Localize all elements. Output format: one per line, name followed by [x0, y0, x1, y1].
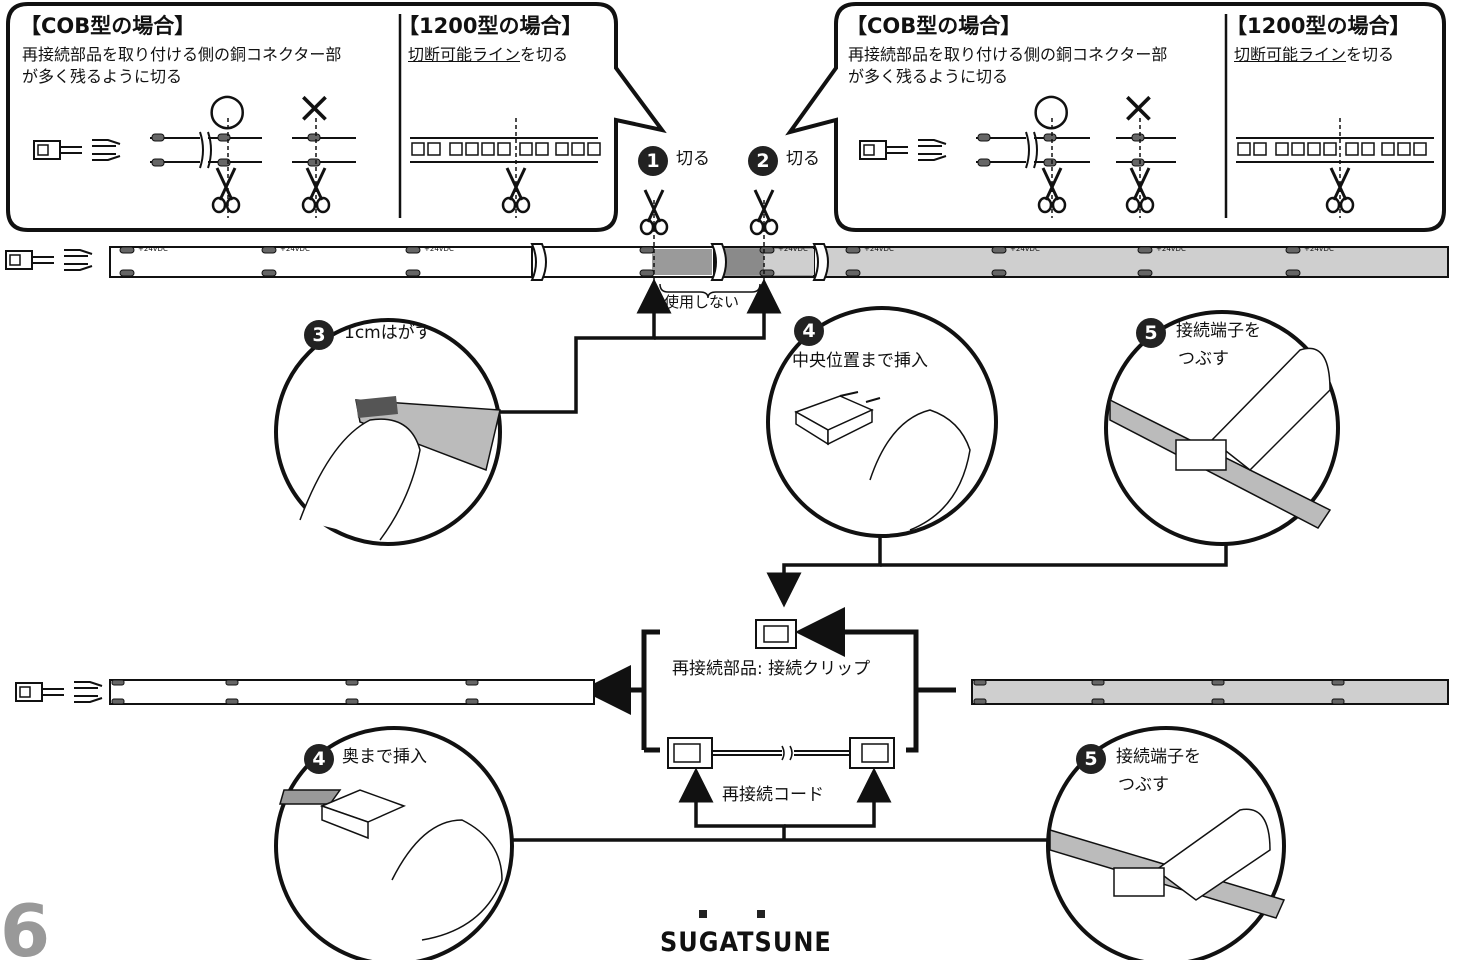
- page-number: 6: [0, 889, 51, 973]
- step5a-label-2: つぶす: [1178, 349, 1229, 369]
- step5a-badge: 5: [1136, 318, 1166, 348]
- step4a-label: 中央位置まで挿入: [792, 351, 928, 371]
- led-strip-main: [5, 188, 1449, 299]
- callout-left-1200-text: 切断可能ラインを切る: [408, 45, 569, 64]
- cut-line-rest-right: を切る: [1346, 45, 1395, 64]
- cut-line-term-right: 切断可能ライン: [1234, 45, 1347, 64]
- step5b-label-2: つぶす: [1118, 775, 1169, 795]
- step3-circle: [274, 318, 502, 546]
- callout-right-cob-text-1: 再接続部品を取り付ける側の銅コネクター部: [848, 45, 1168, 64]
- step5a-circle: [1104, 310, 1340, 546]
- step5b-badge: 5: [1076, 744, 1106, 774]
- step4b-circle: [274, 726, 514, 960]
- cut-line-rest: を切る: [520, 45, 569, 64]
- step1-label: 切る: [676, 149, 710, 169]
- callout-left-cob-heading: 【COB型の場合】: [20, 14, 196, 38]
- callout-right-1200-heading: 【1200型の場合】: [1226, 14, 1411, 38]
- step4b-label: 奥まで挿入: [342, 747, 427, 767]
- callout-left-1200-heading: 【1200型の場合】: [398, 14, 583, 38]
- ng-mark-right: ×: [1120, 82, 1157, 133]
- step5a-label-1: 接続端子を: [1176, 321, 1261, 341]
- strip-label: +24VDC: [424, 245, 454, 253]
- step2-label: 切る: [786, 149, 820, 169]
- step2-badge: 2: [748, 146, 778, 176]
- callout-right-cob-heading: 【COB型の場合】: [846, 14, 1022, 38]
- logo-dot: [757, 910, 765, 918]
- ng-mark: ×: [296, 82, 333, 133]
- step4b-badge: 4: [304, 744, 334, 774]
- step4a-circle: [766, 306, 998, 538]
- brand-logo: SUGATSUNE: [660, 926, 832, 958]
- callout-left-cob-text-2: が多く残るように切る: [22, 67, 183, 86]
- callout-left: [6, 2, 667, 232]
- strip-label: +24VDC: [138, 245, 168, 253]
- callout-right-cob-text-2: が多く残るように切る: [848, 67, 1009, 86]
- strip-label: +24VDC: [1304, 245, 1334, 253]
- led-strip-left-piece: [15, 679, 595, 705]
- strip-label: +24VDC: [1010, 245, 1040, 253]
- ok-mark: ○: [208, 84, 247, 135]
- strip-label: +24VDC: [864, 245, 894, 253]
- strip-label: +24VDC: [1156, 245, 1186, 253]
- cord-label: 再接続コード: [722, 785, 824, 805]
- step3-badge: 3: [304, 320, 334, 350]
- step3-label: 1cmはがす: [344, 323, 432, 343]
- clip-label: 再接続部品: 接続クリップ: [672, 659, 871, 679]
- ok-mark-right: ○: [1032, 84, 1071, 135]
- callout-right: [785, 2, 1446, 232]
- step5b-circle: [1046, 726, 1286, 960]
- led-strip-right-piece: [971, 679, 1449, 705]
- step5b-label-1: 接続端子を: [1116, 747, 1201, 767]
- callout-left-cob-text-1: 再接続部品を取り付ける側の銅コネクター部: [22, 45, 342, 64]
- unused-label: 使用しない: [664, 293, 740, 311]
- callout-right-1200-text: 切断可能ラインを切る: [1234, 45, 1395, 64]
- strip-label: +24VDC: [280, 245, 310, 253]
- step1-badge: 1: [638, 146, 668, 176]
- reconnection-box: [581, 607, 956, 769]
- step4a-badge: 4: [794, 316, 824, 346]
- logo-dot: [699, 910, 707, 918]
- strip-label: +24VDC: [778, 245, 808, 253]
- cut-line-term: 切断可能ライン: [408, 45, 521, 64]
